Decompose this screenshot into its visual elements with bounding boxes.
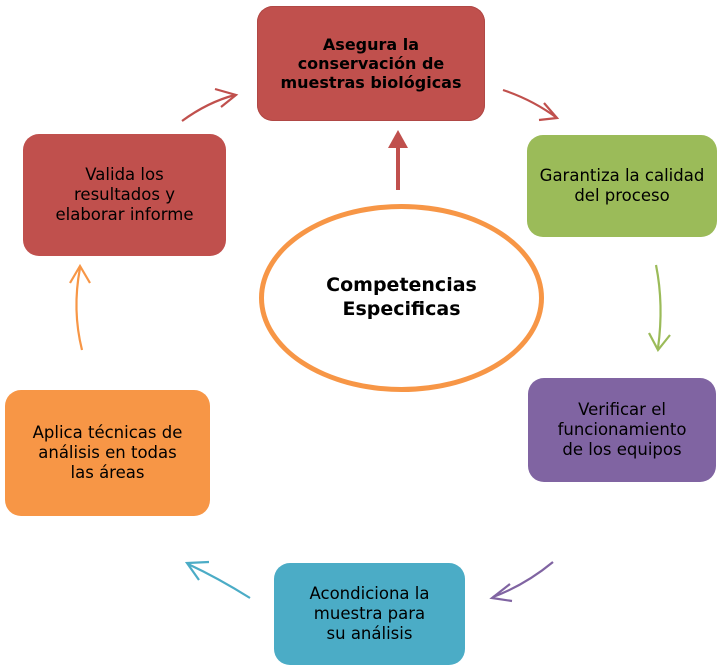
node-garantiza-calidad: Garantiza la calidad del proceso [527, 135, 717, 237]
node-valida-resultados: Valida los resultados y elaborar informe [23, 134, 226, 256]
node-aplica-tecnicas: Aplica técnicas de análisis en todas las… [5, 390, 210, 516]
node-acondiciona-muestra: Acondiciona la muestra para su análisis [274, 563, 465, 665]
arrow-acondiciona-to-aplica [184, 560, 251, 599]
center-competencias: Competencias Especificas [259, 204, 544, 392]
arrow-aplica-to-valida [69, 263, 91, 351]
node-asegura-conservacion: Asegura la conservación de muestras biol… [257, 6, 485, 121]
node-verificar-funcionamiento: Verificar el funcionamiento de los equip… [528, 378, 716, 482]
arrow-valida-to-asegura [181, 87, 239, 122]
arrow-center-to-asegura [388, 130, 408, 190]
arrow-verificar-to-acondiciona [489, 561, 554, 603]
arrow-garantiza-to-verificar [648, 264, 671, 352]
arrow-top-to-garantiza [502, 88, 560, 122]
